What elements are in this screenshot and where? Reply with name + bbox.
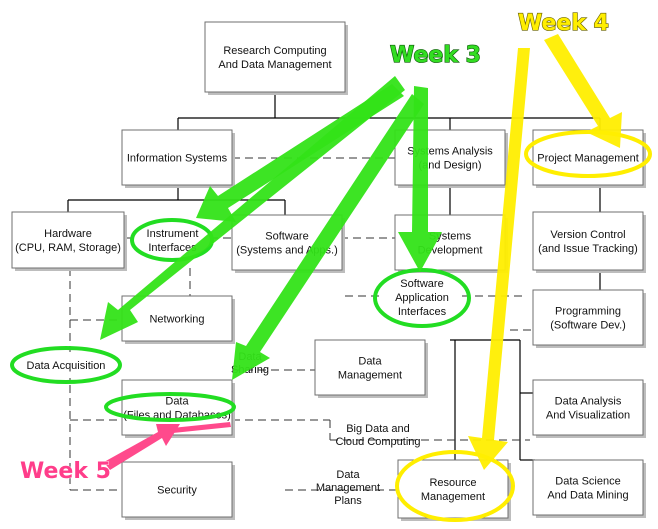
node-data-acq: Data Acquisition [18,352,114,378]
node-label-line: Resource [429,477,476,489]
week5-label: Week 5 [20,459,111,484]
node-label-line: Programming [555,306,621,318]
floating-label-line: Big Data and [346,423,410,435]
node-label-line: Software [265,231,308,243]
node-label-line: Data [165,396,189,408]
node-hardware: Hardware (CPU, RAM, Storage) [11,211,127,271]
software-app-interfaces-highlight [373,268,471,328]
node-label-line: Interfaces [398,306,447,318]
node-label-line: (and Issue Tracking) [538,243,638,255]
arrow-to-files-databases [232,94,424,380]
node-label-line: Information Systems [127,153,228,165]
floating-label-line: Management [316,482,380,494]
node-label-line: Security [157,485,197,497]
node-label-line: (CPU, RAM, Storage) [15,242,121,254]
node-label-line: Data Acquisition [27,360,106,372]
node-systems-analysis: Systems Analysis (and Design) [394,129,508,188]
node-info-systems: Information Systems [121,129,235,188]
resource-management-highlight [395,450,515,522]
node-label-line: Version Control [550,229,625,241]
node-networking: Networking [121,295,235,344]
node-box [314,339,426,396]
week3-highlights [10,218,471,422]
node-label-line: Interfaces [148,242,197,254]
node-box [397,459,509,519]
arrow-to-data-acquisition [100,76,405,340]
node-box [532,211,644,271]
node-label-line: Instrument [147,228,199,240]
node-label-line: Networking [149,314,204,326]
node-version-control: Version Control (and Issue Tracking) [532,211,646,273]
week5-arrow [104,422,231,470]
node-label-line: Research Computing [223,45,326,57]
arrow-to-project-management [544,34,622,148]
data-acquisition-highlight [10,346,122,384]
week4-label: Week 4 [518,11,609,36]
floating-label-line: Data [336,469,360,481]
week3-label: Week 3 [390,43,481,68]
node-security: Security [121,461,235,520]
week5-underline [172,422,231,433]
node-box [532,459,644,516]
floating-label-line: Cloud Computing [336,436,421,448]
node-label-line: Software [400,278,443,290]
node-label-line: Application [395,292,449,304]
node-box [532,379,644,436]
node-label-line: And Data Mining [547,490,628,502]
node-label-line: (and Design) [419,160,482,172]
node-box [394,129,506,186]
week4-arrows [468,34,622,470]
arrow-to-sw-app-interfaces [398,86,442,272]
node-project-mgmt: Project Management [532,129,646,188]
node-label-line: Management [338,370,402,382]
node-programming: Programming (Software Dev.) [532,289,646,348]
node-label-line: Data [358,356,382,368]
node-label-line: Systems Analysis [407,146,493,158]
node-box [121,295,233,342]
node-label-line: Project Management [537,153,639,165]
node-box [11,211,125,269]
node-backdrop [18,352,114,378]
node-label-line: Data Analysis [555,396,622,408]
node-label-line: Data Science [555,476,620,488]
node-backdrop [382,273,462,321]
node-label-line: Development [418,245,483,257]
node-box [532,289,644,346]
node-label-line: Management [421,491,485,503]
node-box [121,461,233,518]
node-box [204,21,346,93]
arrow-to-resource-management [468,48,530,470]
arrow-to-data-files [104,424,180,470]
floating-label-line: Plans [334,495,362,507]
node-label-line: And Data Management [218,59,331,71]
week3-arrows [100,76,442,380]
files-and-databases-highlight [104,392,236,422]
node-label-line: And Visualization [546,410,630,422]
week-annotations: Week 3 Week 4 Week 5 [20,10,610,484]
node-label-line: Hardware [44,228,92,240]
node-box [121,129,233,186]
node-label-line: (Software Dev.) [550,320,626,332]
